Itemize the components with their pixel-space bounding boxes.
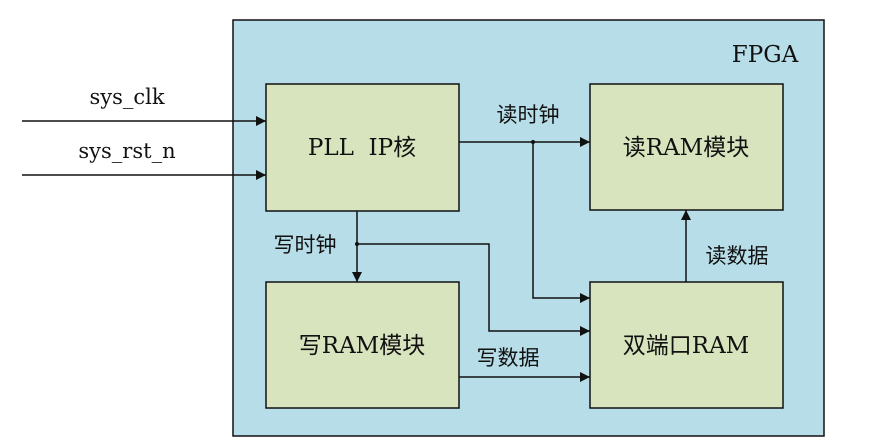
write-ram-block bbox=[265, 281, 460, 409]
write-clock-label: 写时钟 bbox=[274, 233, 337, 257]
read-ram-block bbox=[589, 83, 784, 211]
write-data-label: 写数据 bbox=[477, 346, 540, 370]
read-ram-block-label: 读RAM模块 bbox=[623, 135, 749, 161]
pll-ip-block bbox=[265, 83, 460, 212]
sys-rst-n-label: sys_rst_n bbox=[78, 139, 175, 163]
read-clock-label: 读时钟 bbox=[497, 103, 560, 127]
sys-clk-label: sys_clk bbox=[89, 85, 164, 109]
write-ram-block-label: 写RAM模块 bbox=[299, 333, 425, 359]
read-clock-branch-arrow bbox=[532, 142, 590, 303]
write-clock-junction bbox=[355, 242, 359, 246]
write-clock-branch-arrow bbox=[357, 243, 590, 336]
pll-ip-block-label: PLL IP核 bbox=[308, 135, 416, 161]
read-clock-junction bbox=[531, 140, 535, 144]
read-data-label: 读数据 bbox=[706, 244, 769, 268]
dual-port-ram-block-label: 双端口RAM bbox=[623, 333, 749, 359]
fpga-label: FPGA bbox=[732, 42, 799, 68]
dual-port-ram-block bbox=[589, 281, 784, 409]
